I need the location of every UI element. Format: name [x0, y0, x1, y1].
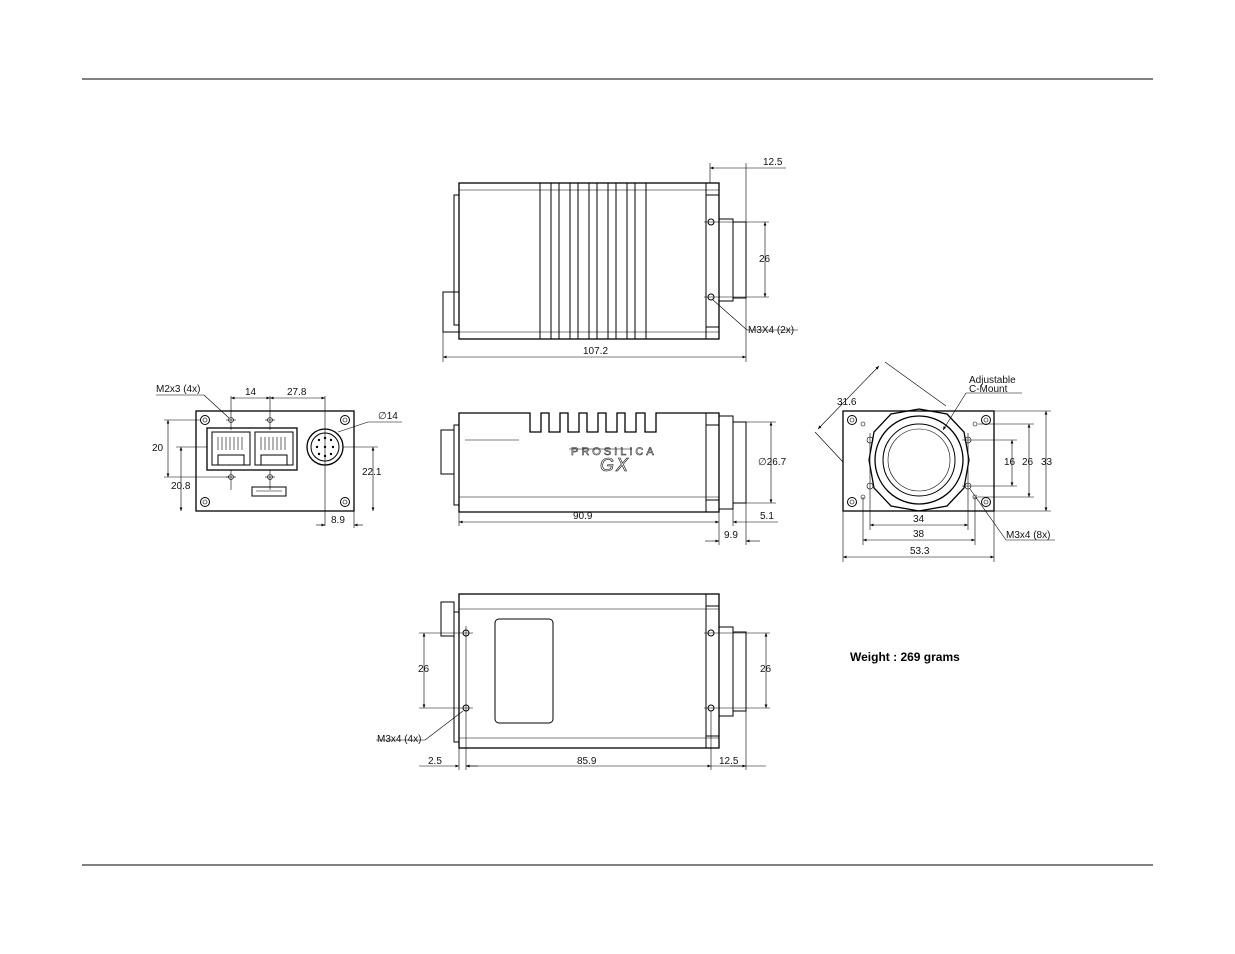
front-mid-vertical-dimension: 26: [1022, 457, 1034, 468]
bottom-hole-callout: M3x4 (4x): [377, 734, 421, 745]
mount-label-line2: C-Mount: [969, 384, 1008, 395]
side-body-dimension: 90.9: [573, 511, 593, 522]
front-inner-horizontal-dimension: 34: [913, 514, 925, 525]
weight-label: Weight : 269 grams: [850, 650, 960, 664]
back-bottom-dimension: 8.9: [331, 515, 345, 526]
back-offset-dimension: 27.8: [287, 387, 307, 398]
back-right-height-dimension: 22.1: [362, 467, 382, 478]
bottom-view: 26 26 M3x4 (4x) 2.5 85.9 12.5: [376, 594, 772, 770]
top-length-dimension: 107.2: [583, 346, 608, 357]
top-hole-callout: M3X4 (2x): [748, 325, 794, 336]
bottom-body-dimension: 85.9: [577, 756, 597, 767]
side-lens-diameter-dimension: ∅26.7: [758, 457, 787, 468]
back-spacing-dimension: 14: [245, 387, 257, 398]
side-mount-dimension: 9.9: [724, 530, 738, 541]
front-outer-horizontal-dimension: 53.3: [910, 546, 930, 557]
front-outer-vertical-dimension: 33: [1041, 457, 1053, 468]
back-hole-callout: M2x3 (4x): [156, 384, 200, 395]
front-mid-horizontal-dimension: 38: [913, 529, 925, 540]
bottom-left-height-dimension: 26: [418, 664, 430, 675]
front-hole-callout: M3x4 (8x): [1006, 530, 1050, 541]
back-lower-height-dimension: 20.8: [171, 481, 191, 492]
top-mount-height-dimension: 26: [759, 254, 771, 265]
back-left-height-dimension: 20: [152, 443, 164, 454]
top-flange-dimension: 12.5: [763, 157, 783, 168]
bottom-right-height-dimension: 26: [760, 664, 772, 675]
side-flange-dimension: 5.1: [760, 511, 774, 522]
side-view: PROSILICA GX ∅26.7 90.9 5.1 9.9: [441, 413, 787, 545]
front-inner-vertical-dimension: 16: [1004, 457, 1016, 468]
front-view: 31.6 Adjustable C-Mount 16 26 33 34 38 5…: [815, 362, 1055, 562]
brand-logo-model: GX: [600, 455, 630, 475]
back-connector-dimension: ∅14: [378, 411, 398, 422]
bottom-right-dimension: 12.5: [719, 756, 739, 767]
front-diagonal-dimension: 31.6: [837, 397, 857, 408]
back-view: M2x3 (4x) 14 27.8 ∅14 20 20.8 22.1 8.9: [152, 384, 402, 528]
bottom-left-dimension: 2.5: [428, 756, 442, 767]
top-view: 12.5 26 M3X4 (2x) 107.2: [443, 157, 798, 362]
